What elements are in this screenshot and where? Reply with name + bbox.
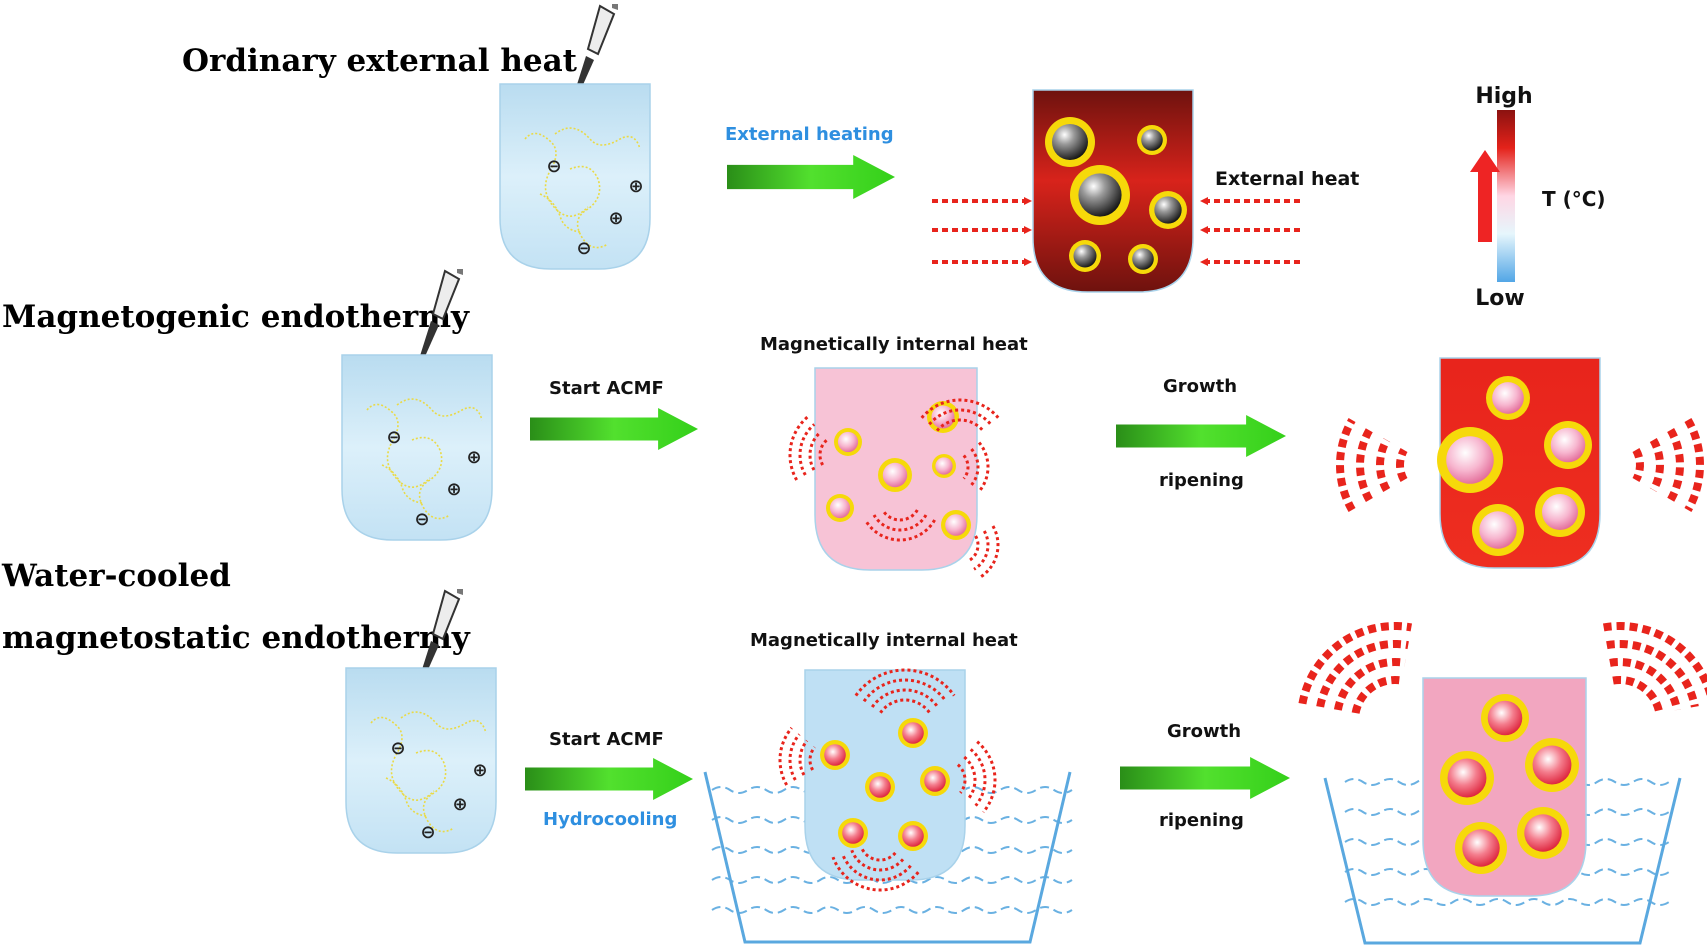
red-core-particle bbox=[1525, 738, 1579, 792]
external-heat-label: External heat bbox=[1215, 168, 1359, 190]
row2-hot-beaker bbox=[1437, 357, 1601, 569]
scale-axis-label: T (°C) bbox=[1542, 187, 1606, 211]
external-radiation-waves-left bbox=[1298, 622, 1413, 714]
red-core-particle bbox=[865, 772, 895, 802]
pink-core-particle bbox=[878, 458, 912, 492]
row2-green-arrow-1 bbox=[530, 408, 698, 450]
internal-heat-waves bbox=[831, 846, 920, 892]
temperature-up-arrow bbox=[1470, 150, 1500, 242]
internal-heat-waves bbox=[864, 509, 936, 542]
row3-cooled-beaker bbox=[804, 669, 966, 881]
row3-ripening-label: ripening bbox=[1159, 810, 1244, 831]
row3-precursor-beaker: ⊖ ⊕⊕ ⊖ bbox=[345, 667, 497, 854]
internal-heat-waves bbox=[920, 398, 1000, 432]
red-core-particle bbox=[898, 821, 928, 851]
positive-ion-symbol: ⊕ bbox=[466, 447, 481, 468]
external-radiation-waves-right bbox=[1602, 622, 1707, 714]
cooling-water-waves bbox=[711, 786, 1073, 914]
red-core-particle bbox=[838, 818, 868, 848]
row3-title-line1: Water-cooled bbox=[1, 558, 231, 594]
row3-title-line2: magnetostatic endothermy bbox=[2, 620, 471, 656]
red-core-particle bbox=[920, 766, 950, 796]
red-core-particle bbox=[1440, 751, 1494, 805]
row2-arrow1-label: Start ACMF bbox=[549, 378, 664, 399]
row1-green-arrow bbox=[727, 155, 895, 199]
row3-green-arrow-2 bbox=[1120, 757, 1290, 799]
black-core-particle bbox=[1137, 125, 1167, 155]
row1-title: Ordinary external heat bbox=[182, 43, 578, 79]
red-core-particle bbox=[898, 718, 928, 748]
scale-low-label: Low bbox=[1475, 286, 1524, 311]
pink-core-particle bbox=[826, 494, 854, 522]
negative-ion-symbol: ⊖ bbox=[576, 238, 591, 259]
pink-core-particle bbox=[834, 428, 862, 456]
scale-high-label: High bbox=[1475, 84, 1532, 109]
red-core-particle bbox=[1481, 694, 1529, 742]
red-core-particle bbox=[1455, 822, 1507, 874]
black-core-particle bbox=[1069, 240, 1101, 272]
red-core-particle bbox=[820, 740, 850, 770]
internal-heat-waves bbox=[788, 415, 829, 481]
positive-ion-symbol: ⊕ bbox=[452, 794, 467, 815]
black-core-particle bbox=[1128, 244, 1158, 274]
positive-ion-symbol: ⊕ bbox=[472, 760, 487, 781]
negative-ion-symbol: ⊖ bbox=[420, 822, 435, 843]
positive-ion-symbol: ⊕ bbox=[446, 479, 461, 500]
row3-arrow1-label: Start ACMF bbox=[549, 729, 664, 750]
row1-arrow-label: External heating bbox=[725, 124, 894, 145]
row2-ripening-label: ripening bbox=[1159, 470, 1244, 491]
pink-core-particle bbox=[932, 454, 956, 478]
pink-core-particle bbox=[1486, 376, 1530, 420]
negative-ion-symbol: ⊖ bbox=[414, 509, 429, 530]
black-core-particle bbox=[1045, 117, 1095, 167]
external-radiation-waves-right bbox=[1632, 418, 1704, 512]
row2-green-arrow-2 bbox=[1116, 415, 1286, 457]
internal-heat-waves bbox=[968, 525, 1000, 580]
black-core-particle bbox=[1149, 191, 1187, 229]
pink-core-particle bbox=[1535, 487, 1585, 537]
row1-hot-beaker bbox=[1032, 89, 1194, 293]
internal-heat-waves bbox=[962, 441, 990, 493]
row3-green-arrow-1 bbox=[525, 758, 693, 800]
row2-growth-label: Growth bbox=[1163, 376, 1237, 397]
positive-ion-symbol: ⊕ bbox=[608, 208, 623, 229]
row3-water-basin bbox=[703, 771, 1072, 944]
pink-core-particle bbox=[1437, 427, 1503, 493]
external-heat-arrows bbox=[932, 197, 1300, 266]
black-core-particle bbox=[1070, 165, 1130, 225]
row2-title: Magnetogenic endothermy bbox=[2, 299, 470, 335]
internal-heat-waves bbox=[854, 668, 956, 714]
row3-hydrocooling-label: Hydrocooling bbox=[543, 809, 677, 830]
row3-mid-label: Magnetically internal heat bbox=[750, 630, 1018, 651]
negative-ion-symbol: ⊖ bbox=[386, 427, 401, 448]
negative-ion-symbol: ⊖ bbox=[390, 738, 405, 759]
internal-heat-waves bbox=[778, 726, 816, 786]
row3-water-basin-2 bbox=[1323, 777, 1682, 945]
row2-mid-label: Magnetically internal heat bbox=[760, 334, 1028, 355]
row3-warm-beaker bbox=[1422, 677, 1587, 897]
row3-growth-label: Growth bbox=[1167, 721, 1241, 742]
external-radiation-waves-left bbox=[1336, 418, 1408, 512]
internal-heat-waves bbox=[956, 740, 997, 814]
negative-ion-symbol: ⊖ bbox=[546, 156, 561, 177]
row2-precursor-beaker: ⊖ ⊕⊕ ⊖ bbox=[341, 354, 493, 541]
row2-warm-beaker bbox=[814, 367, 978, 571]
pink-core-particle bbox=[941, 510, 971, 540]
red-core-particle bbox=[1517, 807, 1569, 859]
pink-core-particle bbox=[1544, 421, 1592, 469]
pink-core-particle bbox=[927, 401, 959, 433]
pink-core-particle bbox=[1472, 504, 1524, 556]
positive-ion-symbol: ⊕ bbox=[628, 176, 643, 197]
row1-precursor-beaker: ⊖ ⊕⊕ ⊖ bbox=[499, 83, 651, 270]
